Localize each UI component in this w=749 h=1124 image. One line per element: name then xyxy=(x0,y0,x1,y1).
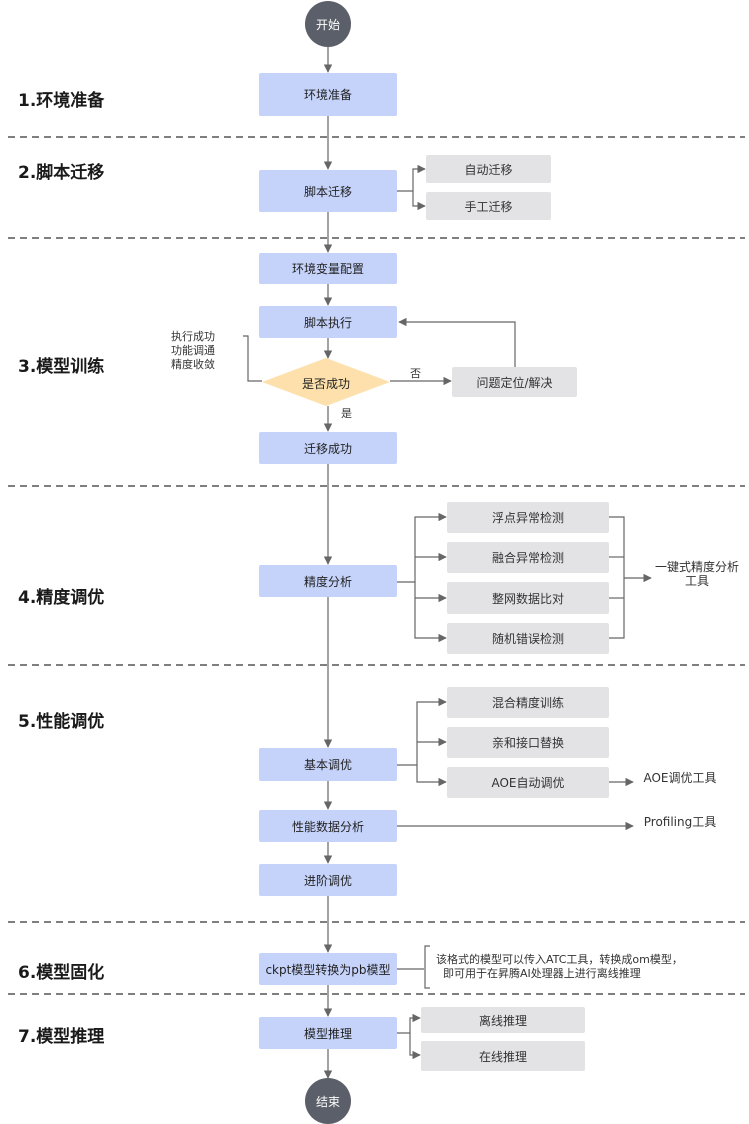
arrow-loop-back xyxy=(398,317,516,367)
decision-diamond-shape xyxy=(262,358,390,406)
migrate-success-box: 迁移成功 xyxy=(259,432,397,464)
aoe-tool-label: AOE调优工具 xyxy=(643,771,717,785)
random-error-box: 随机错误检测 xyxy=(447,623,609,654)
training-goal-2: 功能调通 xyxy=(171,344,215,357)
script-exec-box: 脚本执行 xyxy=(259,306,397,338)
basic-tuning-box: 基本调优 xyxy=(259,748,397,781)
stage-separators xyxy=(8,136,745,995)
profiling-tool-label: Profiling工具 xyxy=(643,815,717,829)
stage-label-inference: 7.模型推理 xyxy=(18,1027,105,1047)
arrow-to-auto xyxy=(397,164,426,192)
training-goal-3: 精度收敛 xyxy=(171,358,215,371)
aoe-auto-tune-box: AOE自动调优 xyxy=(447,767,609,798)
problem-locate-box: 问题定位/解决 xyxy=(452,367,577,397)
advanced-tuning-box: 进阶调优 xyxy=(259,864,397,896)
float-anomaly-box: 浮点异常检测 xyxy=(447,502,609,533)
env-prep-box: 环境准备 xyxy=(259,73,397,116)
fusion-anomaly-box: 融合异常检测 xyxy=(447,542,609,573)
script-migrate-box: 脚本迁移 xyxy=(259,170,397,212)
goals-bracket xyxy=(243,335,262,382)
env-var-config-box: 环境变量配置 xyxy=(259,253,397,284)
stage-label-training: 3.模型训练 xyxy=(18,357,105,377)
stage-label-env: 1.环境准备 xyxy=(18,91,105,111)
ckpt-convert-box: ckpt模型转换为pb模型 xyxy=(259,953,397,985)
perf-data-analysis-box: 性能数据分析 xyxy=(259,810,397,842)
network-compare-box: 整网数据比对 xyxy=(447,582,609,614)
mixed-precision-box: 混合精度训练 xyxy=(447,687,609,718)
start-node: 开始 xyxy=(305,1,351,47)
convert-note-line2: 即可用于在昇腾AI处理器上进行离线推理 xyxy=(443,967,641,980)
no-label: 否 xyxy=(410,367,421,380)
stage-label-precision: 4.精度调优 xyxy=(18,588,105,608)
precision-analysis-box: 精度分析 xyxy=(259,565,397,597)
arrow-to-manual xyxy=(412,191,426,211)
profiling-tool: Profiling工具 xyxy=(634,811,726,843)
training-goals-note: 执行成功 功能调通 精度收敛 xyxy=(171,330,215,372)
decision-label: 是否成功 xyxy=(301,376,350,391)
stage-label-solidify: 6.模型固化 xyxy=(18,963,105,983)
manual-migrate-box: 手工迁移 xyxy=(426,192,551,220)
end-node: 结束 xyxy=(305,1078,351,1124)
tool-label-line2: 工具 xyxy=(684,574,709,588)
offline-infer-box: 离线推理 xyxy=(421,1007,585,1033)
auto-migrate-box: 自动迁移 xyxy=(426,155,551,183)
online-infer-box: 在线推理 xyxy=(421,1041,585,1071)
one-click-precision-tool: 一键式精度分析 工具 xyxy=(651,556,743,600)
model-inference-box: 模型推理 xyxy=(259,1017,397,1049)
aoe-tool: AOE调优工具 xyxy=(634,767,726,799)
affinity-replace-box: 亲和接口替换 xyxy=(447,727,609,758)
convert-note-line1: 该格式的模型可以传入ATC工具，转换成om模型， xyxy=(436,953,683,966)
stage-label-performance: 5.性能调优 xyxy=(18,712,105,732)
yes-label: 是 xyxy=(341,407,352,420)
stage-label-migration: 2.脚本迁移 xyxy=(18,163,105,183)
convert-note: 该格式的模型可以传入ATC工具，转换成om模型， 即可用于在昇腾AI处理器上进行… xyxy=(436,953,736,981)
training-goal-1: 执行成功 xyxy=(171,330,215,343)
tool-label-line1: 一键式精度分析 xyxy=(654,560,739,574)
